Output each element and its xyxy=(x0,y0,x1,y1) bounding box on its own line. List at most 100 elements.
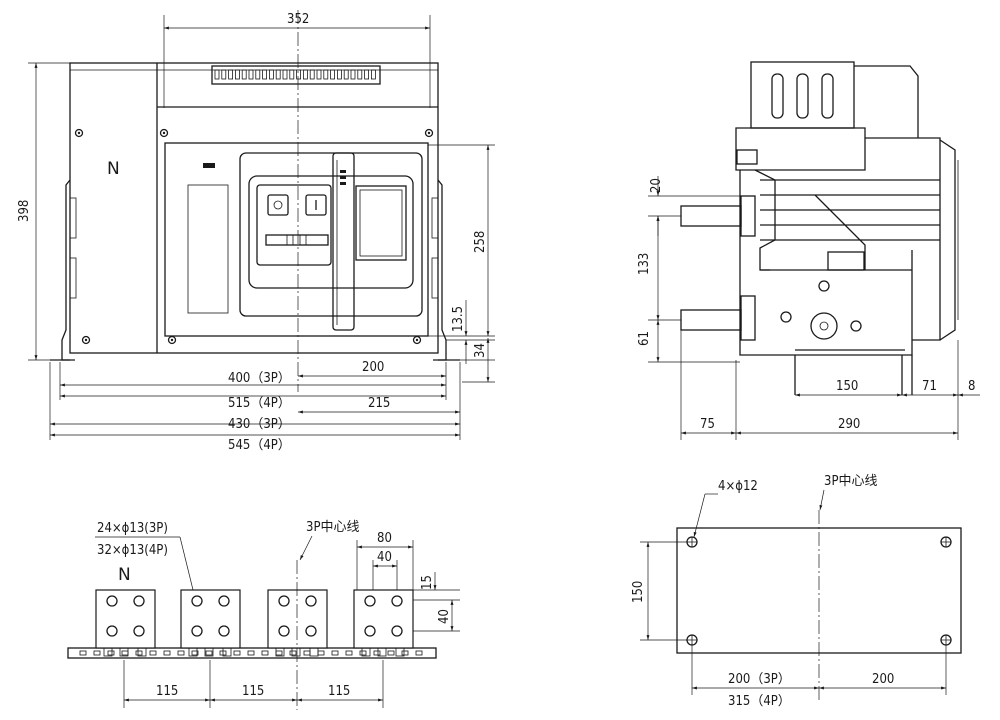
screw xyxy=(424,128,434,138)
connector-pin xyxy=(316,69,322,80)
base-tooth xyxy=(303,650,311,656)
connector-pin xyxy=(248,69,254,80)
connector-pin xyxy=(262,69,268,80)
dim-400-3p: 400（3P） xyxy=(228,371,291,386)
terminal-hole xyxy=(305,595,317,607)
connector-pin xyxy=(241,69,247,80)
screw-center xyxy=(162,131,166,135)
dim-34: 34 xyxy=(473,343,488,358)
screw-center xyxy=(170,338,174,342)
dim-61: 61 xyxy=(637,331,652,346)
plate-foot xyxy=(222,647,232,657)
dim-200: 200 xyxy=(362,360,384,375)
base-tooth xyxy=(373,650,381,656)
base-tooth xyxy=(345,650,353,656)
racking-handle[interactable] xyxy=(332,152,355,331)
dim-515-4p: 515（4P） xyxy=(228,396,291,411)
dim-pitch-2: 115 xyxy=(242,684,264,699)
base-tooth xyxy=(163,650,171,656)
dim-75: 75 xyxy=(700,417,715,432)
terminal-hole xyxy=(191,625,203,637)
base-tooth xyxy=(387,650,395,656)
base-tooth xyxy=(107,650,115,656)
dim-13-5: 13.5 xyxy=(451,306,466,332)
dim-pitch-3: 115 xyxy=(328,684,350,699)
terminal-hole xyxy=(391,625,403,637)
base-tooth xyxy=(331,650,339,656)
dim-150: 150 xyxy=(836,379,858,394)
plate-foot xyxy=(395,647,405,657)
plate-foot xyxy=(309,647,319,657)
dim-80: 80 xyxy=(377,531,392,546)
base-tooth xyxy=(205,650,213,656)
mounting-plate xyxy=(676,527,962,654)
terminal-hole xyxy=(305,625,317,637)
plate-foot xyxy=(137,647,147,657)
terminal-hole xyxy=(218,625,230,637)
dim-71: 71 xyxy=(922,379,937,394)
holes-3p-label: 24×ϕ13(3P) xyxy=(97,521,168,536)
front-view: N 352 398 258 13.5 34 200 xyxy=(17,10,495,453)
plate-foot xyxy=(275,647,285,657)
dim-258: 258 xyxy=(473,231,488,253)
connector-pin xyxy=(364,69,370,80)
mount-holes-label: 4×ϕ12 xyxy=(718,479,758,494)
connector-pin xyxy=(282,69,288,80)
base-tooth xyxy=(149,650,157,656)
terminal-hole xyxy=(278,625,290,637)
dim-352: 352 xyxy=(287,12,309,27)
dim-40-h: 40 xyxy=(377,550,392,565)
terminal-plate xyxy=(353,589,414,649)
terminal-hole xyxy=(278,595,290,607)
base-tooth xyxy=(415,650,423,656)
dim-133: 133 xyxy=(637,253,652,275)
dim-215: 215 xyxy=(368,396,390,411)
terminal-hole xyxy=(364,595,376,607)
dim-398: 398 xyxy=(17,200,32,222)
secondary-connector xyxy=(211,65,381,85)
terminal-hole xyxy=(218,595,230,607)
connector-pin xyxy=(275,69,281,80)
dim-40-v: 40 xyxy=(437,609,452,624)
base-tooth xyxy=(401,650,409,656)
dim-430-3p: 430（3P） xyxy=(228,417,291,432)
connector-pin xyxy=(214,69,220,80)
off-button[interactable] xyxy=(267,194,289,216)
terminal-hole xyxy=(364,625,376,637)
base-tooth xyxy=(177,650,185,656)
screw xyxy=(159,128,169,138)
neutral-label-terminal: N xyxy=(118,565,131,585)
base-tooth xyxy=(261,650,269,656)
base-tooth xyxy=(289,650,297,656)
connector-pin xyxy=(350,69,356,80)
connector-pin xyxy=(323,69,329,80)
mount-dim-200-3p: 200（3P） xyxy=(728,672,791,687)
base-tooth xyxy=(93,650,101,656)
terminal-plate xyxy=(95,589,156,649)
terminal-hole xyxy=(133,625,145,637)
connector-pin xyxy=(336,69,342,80)
center-line-label-mount: 3P中心线 xyxy=(824,474,878,489)
terminal-hole xyxy=(391,595,403,607)
connector-pin xyxy=(289,69,295,80)
dim-545-4p: 545（4P） xyxy=(228,438,291,453)
connector-pin xyxy=(221,69,227,80)
base-tooth xyxy=(359,650,367,656)
terminal-hole xyxy=(191,595,203,607)
plate-foot xyxy=(103,647,113,657)
dim-8: 8 xyxy=(968,379,975,394)
on-button[interactable] xyxy=(305,194,327,216)
plate-foot xyxy=(361,647,371,657)
terminal-hole xyxy=(133,595,145,607)
connector-pin xyxy=(357,69,363,80)
base-tooth xyxy=(275,650,283,656)
base-tooth xyxy=(233,650,241,656)
side-view: 20 133 61 150 71 8 75 290 xyxy=(637,61,980,440)
base-tooth xyxy=(135,650,143,656)
connector-pin xyxy=(343,69,349,80)
screw-center xyxy=(84,338,88,342)
plate-foot xyxy=(204,647,214,657)
mount-dim-200: 200 xyxy=(872,672,894,687)
connector-pin xyxy=(302,69,308,80)
terminal-view: 24×ϕ13(3P) 32×ϕ13(4P) N 3P中心线 80 40 15 4… xyxy=(67,520,460,710)
